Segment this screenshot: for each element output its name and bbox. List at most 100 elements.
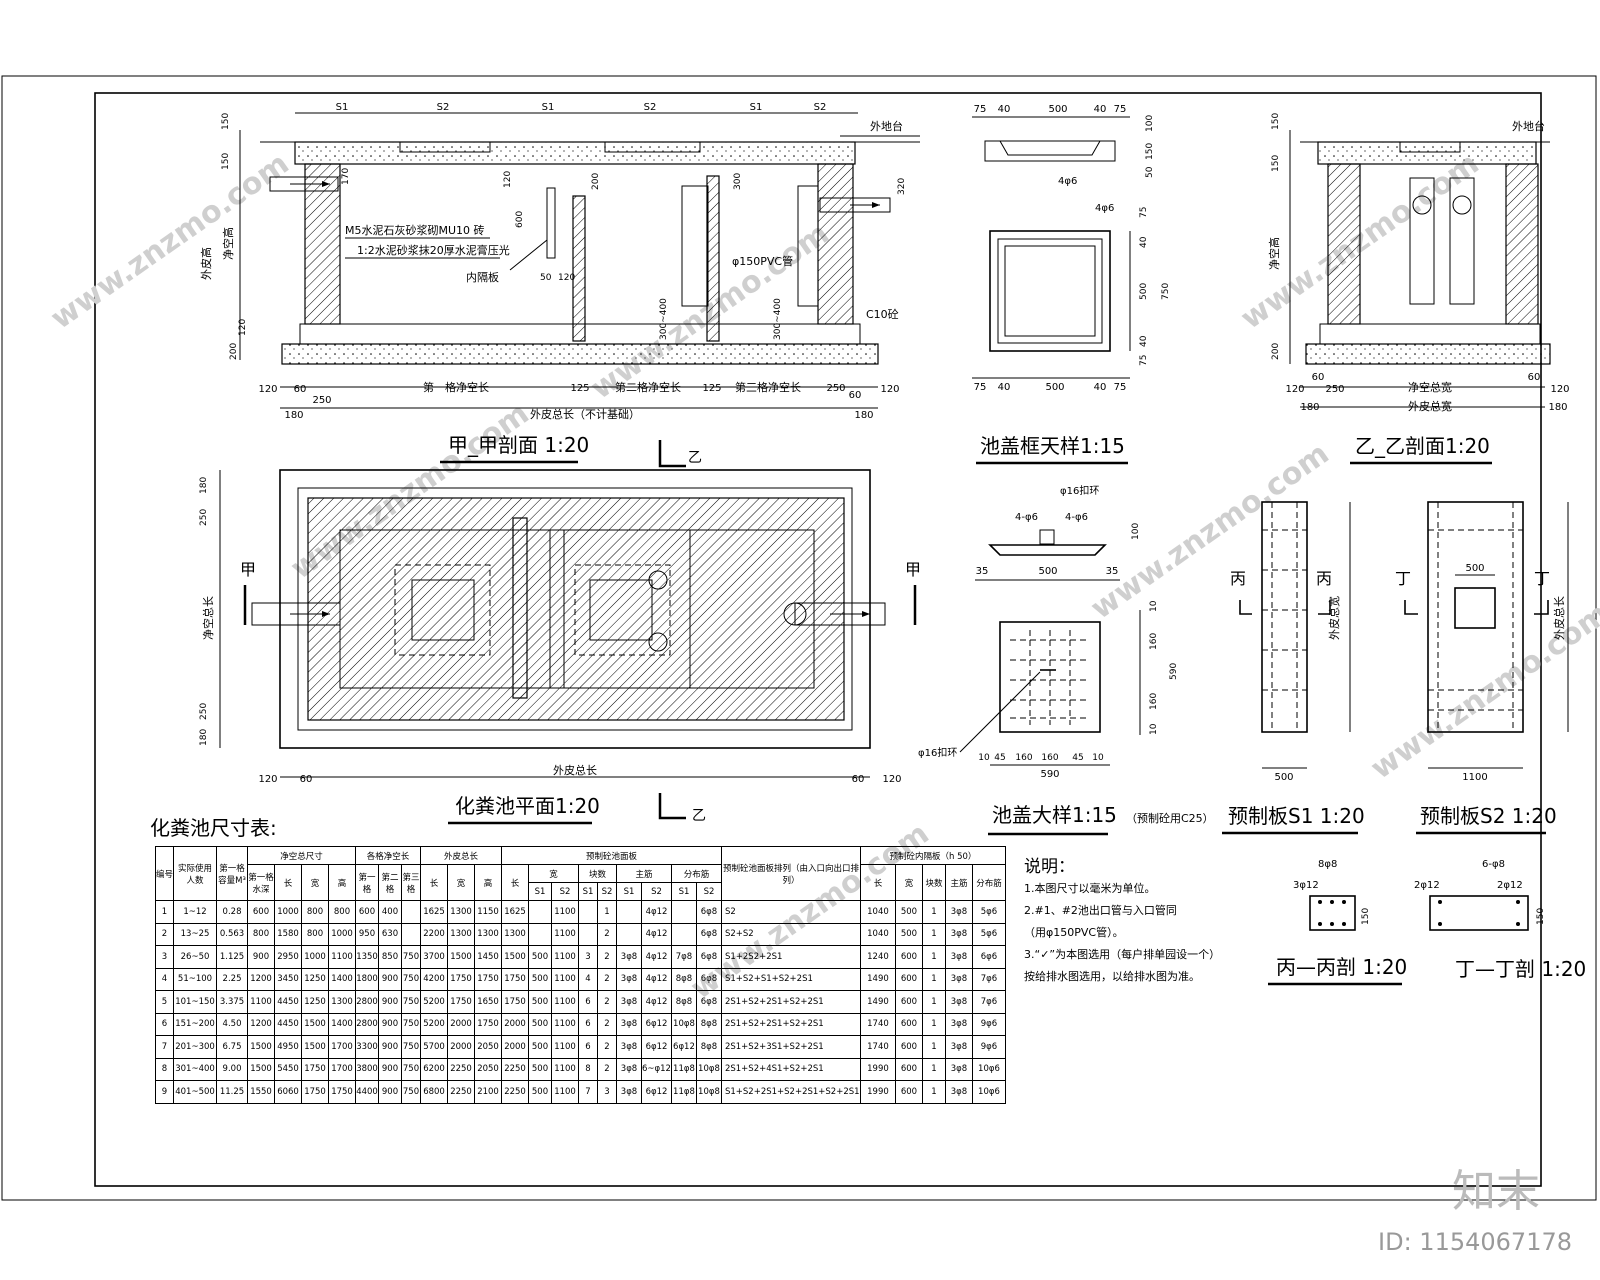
col-users: 实际使用人数 [173,846,218,901]
svg-text:75: 75 [974,382,987,393]
table-cell: 1100 [551,922,580,946]
table-cell: S1+S2+2S1+S2+2S1+S2+2S1 [720,1080,861,1104]
section-cc-title: 丙—丙剖 1:20 [1276,955,1407,979]
sub-cell1: 第一格 [355,864,380,901]
table-cell: 2100 [474,1080,503,1104]
svg-text:外皮总长: 外皮总长 [1552,596,1566,640]
table-cell: 1150 [474,900,503,924]
table-cell: 0.563 [216,922,249,946]
note-item: 3.“✓”为本图选用（每户排单园设一个） [1024,948,1221,961]
table-cell: 8φ8 [670,967,697,991]
table-cell: 5450 [274,1057,303,1081]
table-cell: 151~200 [173,1012,218,1036]
svg-text:75: 75 [1114,104,1127,115]
svg-text:40: 40 [1139,335,1149,347]
svg-text:120: 120 [503,171,513,188]
table-cell: 3φ8 [944,922,973,946]
svg-text:180: 180 [199,477,209,494]
table-cell: 8 [154,1057,175,1081]
table-cell: 1040 [859,900,896,924]
table-cell: 630 [378,922,403,946]
slab-s1-title: 预制板S1 1:20 [1228,804,1365,828]
table-cell: 2S1+S2+3S1+S2+2S1 [720,1035,861,1059]
table-cell: 1 [921,900,946,924]
svg-text:180: 180 [199,729,209,746]
col-clear-size: 净空总尺寸 [247,846,357,865]
table-cell: 2 [597,967,618,991]
table-cell: 500 [528,990,553,1014]
svg-text:590: 590 [1169,663,1179,680]
svg-text:45: 45 [994,753,1005,763]
table-cell: 2 [597,1057,618,1081]
sub2-s2: S2 [597,882,618,901]
table-cell: 3φ8 [616,1035,643,1059]
table-cell: S1+S2+S1+S2+2S1 [720,967,861,991]
table-cell: 900 [378,1035,403,1059]
table-cell: 3 [154,945,175,969]
cover-detail: φ16扣环 4-φ6 4-φ6 100 35 500 35 10 160 590… [918,484,1214,836]
col-outer-size: 外皮总长 [420,846,503,865]
svg-text:甲: 甲 [905,560,921,579]
table-cell: 5φ6 [971,900,1006,924]
table-cell: 500 [528,1080,553,1104]
table-cell: 2250 [501,1080,530,1104]
table-cell: 1500 [301,1035,330,1059]
sub2-s2: S2 [695,882,722,901]
table-cell: 2S1+S2+4S1+S2+2S1 [720,1057,861,1081]
note-item: （用φ150PVC管）。 [1024,926,1124,939]
table-cell: 500 [528,967,553,991]
svg-text:150: 150 [1536,908,1546,925]
sub-in-count: 块数 [921,864,946,901]
table-cell: 4450 [274,1012,303,1036]
table-cell: 4200 [420,967,449,991]
table-cell: 8φ8 [695,1035,722,1059]
svg-text:500: 500 [1139,283,1149,300]
slab-s2: 500 丁 丁 外皮总长 1100 预制板S2 1:20 [1395,501,1569,835]
svg-text:160: 160 [1149,633,1159,650]
table-cell: 9φ6 [971,1012,1006,1036]
svg-text:1100: 1100 [1462,772,1487,783]
table-cell: S2 [720,900,861,924]
table-cell: 6φ12 [641,1080,672,1104]
svg-text:250: 250 [199,509,209,526]
section-cc: 8φ8 3φ12 150 丙—丙剖 1:20 [1268,859,1407,986]
table-cell: 10φ8 [670,1012,697,1036]
table-cell: 1 [921,1012,946,1036]
svg-text:甲: 甲 [240,560,256,579]
svg-text:160: 160 [1015,753,1032,763]
svg-text:2φ12: 2φ12 [1497,880,1523,891]
sub-in-wid: 宽 [894,864,923,901]
table-cell: 0.28 [216,900,249,924]
table-cell: 9φ6 [971,1035,1006,1059]
svg-text:S2: S2 [437,102,450,113]
table-cell: 9.00 [216,1057,249,1081]
svg-text:120: 120 [1550,384,1569,395]
table-cell: 1100 [551,1057,580,1081]
cover-frame-title: 池盖框天样1:15 [980,434,1125,458]
svg-text:净空高: 净空高 [1267,237,1281,270]
table-cell: 500 [528,1035,553,1059]
section-dd-title: 丁—丁剖 1:20 [1455,957,1586,981]
sub-slab-len: 长 [501,864,530,901]
table-cell: 6φ8 [695,922,722,946]
section-dd: 6-φ8 2φ12 2φ12 150 丁—丁剖 1:20 [1414,859,1586,981]
table-cell: 6 [578,990,599,1014]
svg-text:φ16扣环: φ16扣环 [1060,484,1099,497]
table-cell: 600 [894,990,923,1014]
svg-text:590: 590 [1040,769,1059,780]
svg-text:S2: S2 [814,102,827,113]
table-cell: 1 [921,990,946,1014]
svg-text:4φ6: 4φ6 [1058,176,1077,187]
table-cell: 900 [247,945,276,969]
svg-text:300: 300 [733,173,743,190]
table-cell: 1 [921,967,946,991]
table-cell: 6φ12 [641,1035,672,1059]
table-cell: 600 [894,1012,923,1036]
table-cell: 2250 [447,1057,476,1081]
section-bb: 外地台 150 150 净空高 200 120 60 250 净空总宽 60 1… [1267,113,1570,465]
table-cell [401,922,422,946]
table-cell [528,900,553,924]
table-cell: 9 [154,1080,175,1104]
